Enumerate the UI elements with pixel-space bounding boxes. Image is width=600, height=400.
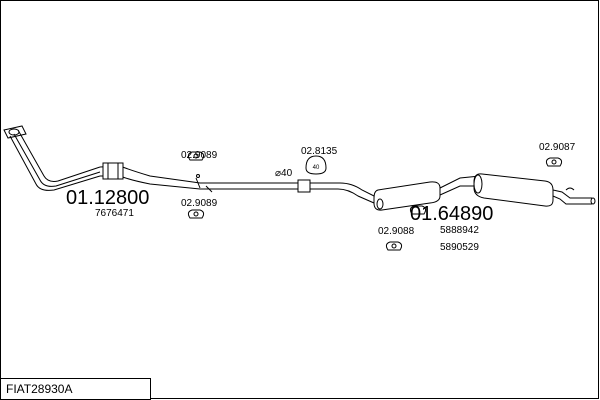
clamp-icon: 40 xyxy=(305,155,327,175)
rear-section-drawing xyxy=(297,173,596,211)
rear-section-oem-2: 5890529 xyxy=(440,242,479,253)
rear-section-oem-1: 5888942 xyxy=(440,225,479,236)
hanger-front-bottom-icon xyxy=(187,209,205,219)
fitting-label-mid-hanger: 02.9088 xyxy=(378,226,415,237)
fitting-label-clamp: 02.8135 xyxy=(301,146,338,157)
diagram-title: FIAT28930A xyxy=(0,378,151,400)
front-pipe-oem: 7676471 xyxy=(95,208,134,219)
rear-section-ref: 01.64890 xyxy=(410,203,493,225)
fitting-label-rear-hanger: 02.9087 xyxy=(539,142,576,153)
fitting-label-front-top: 02.9089 xyxy=(181,150,218,161)
front-pipe-drawing xyxy=(3,125,298,193)
pipe-diameter-label: ⌀40 xyxy=(275,168,293,179)
hanger-mid-icon xyxy=(385,241,403,251)
front-pipe-ref: 01.12800 xyxy=(66,187,149,209)
hanger-mid-2-icon xyxy=(409,205,427,215)
hanger-rear-icon xyxy=(545,157,563,167)
hanger-front-top-icon xyxy=(187,151,205,161)
fitting-label-front-bottom: 02.9089 xyxy=(181,198,218,209)
clamp-ring-size: 40 xyxy=(313,165,320,171)
